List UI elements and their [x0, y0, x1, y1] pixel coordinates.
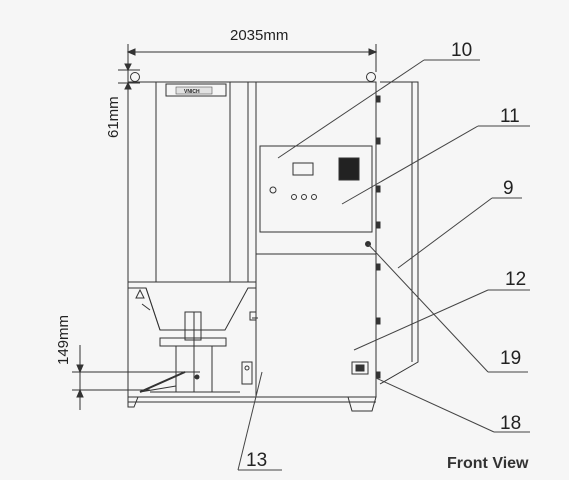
lower-height-dimension: 149mm: [55, 315, 200, 410]
control-panel: [259, 145, 373, 233]
callout-10: 10: [451, 40, 472, 61]
callout-19: 19: [500, 348, 521, 369]
callout-12: 12: [505, 269, 526, 290]
callout-18: 18: [500, 413, 521, 434]
lifting-eye-right: [366, 72, 376, 82]
callout-11: 11: [500, 106, 520, 127]
lower-hopper: [128, 287, 258, 393]
brand-logo: VNICH: [184, 89, 200, 95]
machine-frame: VNICH: [127, 72, 419, 412]
callout-13: 13: [246, 450, 267, 471]
control-display: [292, 162, 314, 176]
top-offset-dimension: 61mm: [105, 62, 140, 138]
lower-height-dimension-text: 149mm: [55, 315, 72, 365]
top-offset-dimension-text: 61mm: [105, 96, 122, 138]
vent-grille: [338, 157, 360, 181]
callout-9: 9: [503, 178, 514, 199]
view-title: Front View: [447, 455, 529, 472]
callout-leaders: [237, 59, 530, 471]
lifting-eye-left: [130, 72, 140, 82]
sensor-box: [351, 361, 369, 375]
width-dimension-text: 2035mm: [230, 27, 288, 44]
callout-numbers: 10 11 9 12 19 18 13: [246, 40, 526, 471]
width-dimension: 2035mm: [126, 27, 378, 72]
